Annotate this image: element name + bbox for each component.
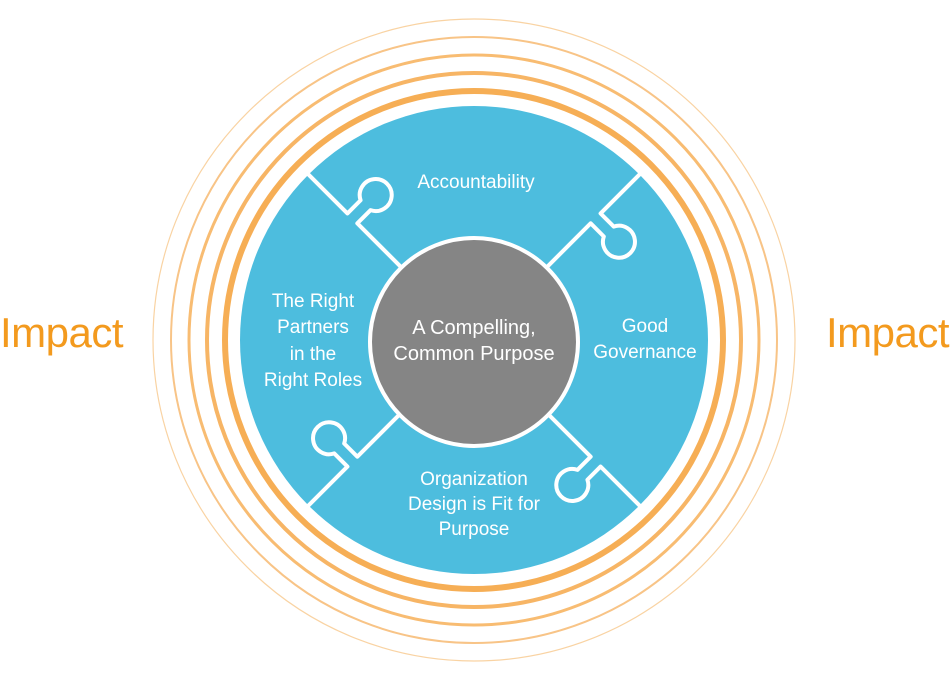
impact-label-left: Impact (0, 309, 124, 356)
center-label-line-2: Common Purpose (393, 343, 554, 365)
piece-good-governance-line-1: Good (622, 316, 668, 337)
piece-good-governance: Good Governance (593, 316, 697, 363)
divider-bottom-right (542, 408, 646, 512)
piece-organization-design-line-3: Purpose (439, 519, 510, 540)
piece-right-partners-line-1: The Right (272, 291, 355, 312)
piece-right-partners: The Right Partners in the Right Roles (264, 291, 362, 391)
piece-accountability: Accountability (417, 172, 535, 193)
center-circle (368, 236, 580, 448)
impact-ring-3 (187, 53, 761, 627)
puzzle-dividers (302, 168, 646, 512)
impact-ring-2 (205, 71, 743, 609)
piece-right-partners-line-2: Partners (277, 317, 349, 338)
piece-accountability-label: Accountability (417, 172, 535, 193)
impact-label-right: Impact (826, 309, 950, 356)
center-label: A Compelling, Common Purpose (393, 317, 554, 365)
piece-good-governance-line-2: Governance (593, 342, 697, 363)
piece-right-partners-line-4: Right Roles (264, 370, 362, 391)
divider-top-left (302, 168, 406, 272)
piece-organization-design: Organization Design is Fit for Purpose (408, 469, 541, 540)
impact-ring-1 (222, 88, 726, 592)
piece-right-partners-line-3: in the (290, 344, 336, 365)
piece-organization-design-line-1: Organization (420, 469, 528, 490)
divider-bottom-left (302, 408, 406, 512)
center-label-line-1: A Compelling, (412, 317, 535, 339)
impact-ring-4 (170, 36, 778, 644)
impact-rings (152, 18, 796, 662)
piece-organization-design-line-2: Design is Fit for (408, 494, 541, 515)
impact-ring-5 (152, 18, 796, 662)
divider-top-right (542, 168, 646, 272)
